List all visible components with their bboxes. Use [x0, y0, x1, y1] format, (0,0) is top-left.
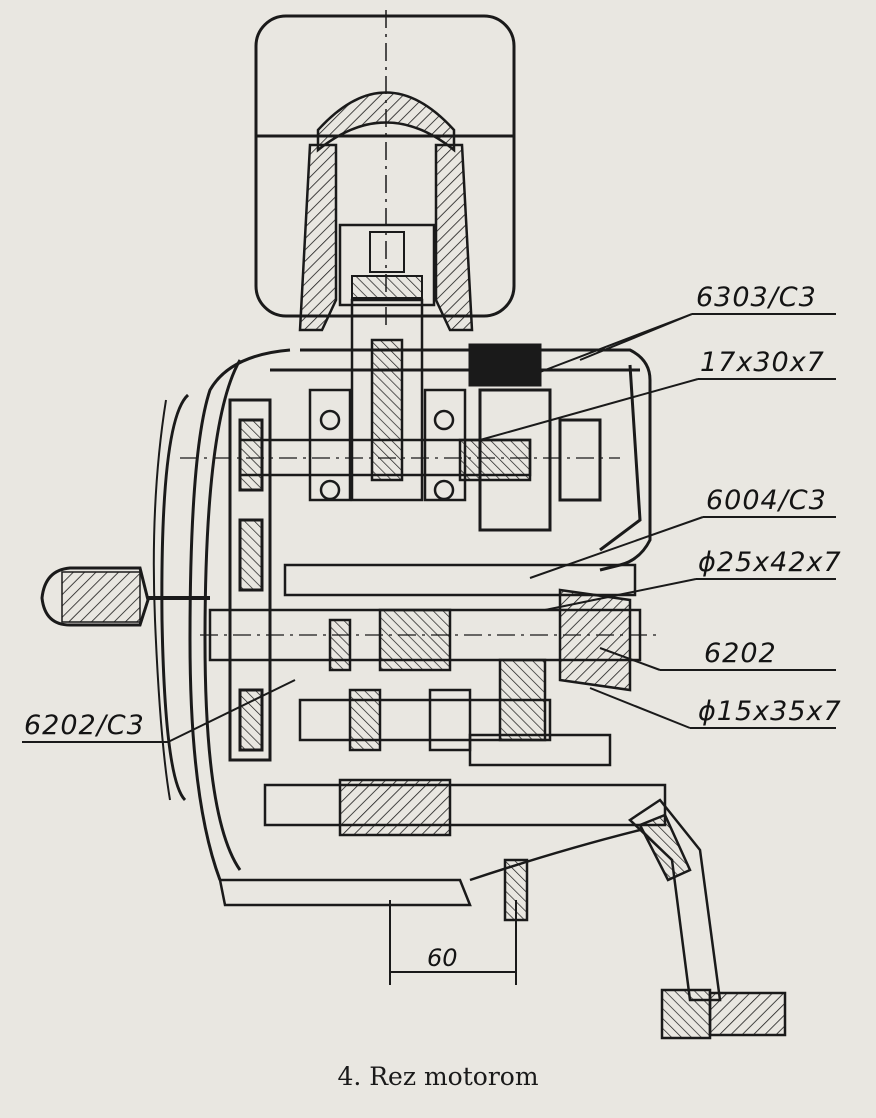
handle-grip [40, 566, 210, 627]
callout-leaders [22, 313, 836, 743]
callout-label: ϕ15x35x7 [698, 696, 842, 727]
gearbox [200, 563, 660, 767]
callout-label: 6004/C3 [706, 485, 827, 516]
dimension-value: 60 [427, 944, 458, 972]
callout-label: 6202 [704, 638, 777, 669]
kickstart [218, 778, 787, 1040]
dimension-line [389, 900, 517, 985]
callout-label: 6303/C3 [696, 282, 817, 313]
crankcase [188, 343, 652, 881]
cylinder [298, 91, 474, 332]
callout-label: 6202/C3 [24, 710, 145, 741]
side-cover [152, 393, 272, 802]
connecting-rod [350, 298, 424, 502]
figure-caption: 4. Rez motorom [337, 1062, 539, 1091]
callout-label: ϕ25x42x7 [698, 547, 842, 578]
callout-label: 17x30x7 [700, 347, 825, 378]
